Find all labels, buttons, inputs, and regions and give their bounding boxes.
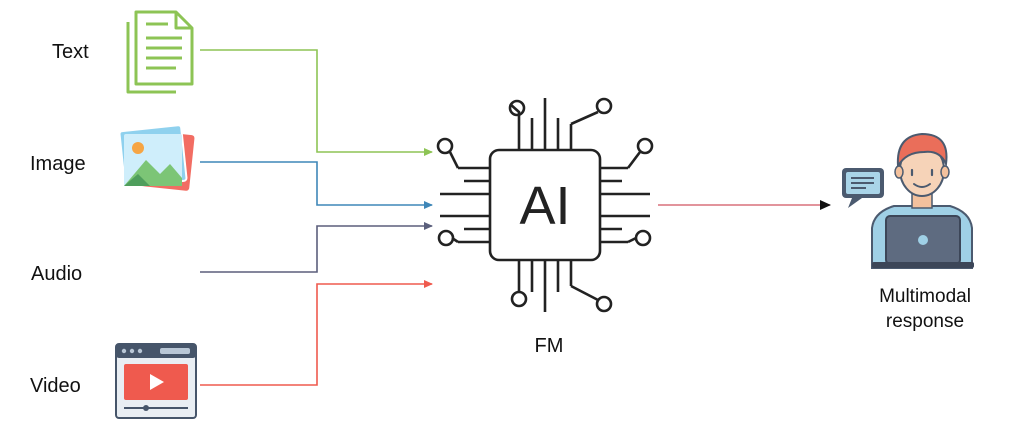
input-label-text: Text	[52, 41, 89, 63]
video-connector	[200, 280, 433, 386]
output-label-line2: response	[886, 311, 964, 332]
text-connector	[200, 49, 433, 156]
ai-chip-icon	[436, 97, 654, 313]
video-player-icon	[115, 343, 197, 419]
image-icon	[118, 124, 195, 191]
model-label: FM	[535, 335, 564, 357]
output-label-line1: Multimodal	[879, 286, 971, 307]
chat-bubble-icon	[842, 168, 884, 208]
input-label-audio: Audio	[31, 263, 82, 285]
document-icon	[126, 10, 194, 94]
audio-wave-icon	[118, 244, 192, 302]
image-connector	[200, 161, 433, 209]
input-label-video: Video	[30, 375, 81, 397]
input-label-image: Image	[30, 153, 86, 175]
chip-label: AI	[519, 176, 570, 236]
person-laptop-icon	[842, 132, 974, 269]
audio-connector	[200, 222, 433, 273]
